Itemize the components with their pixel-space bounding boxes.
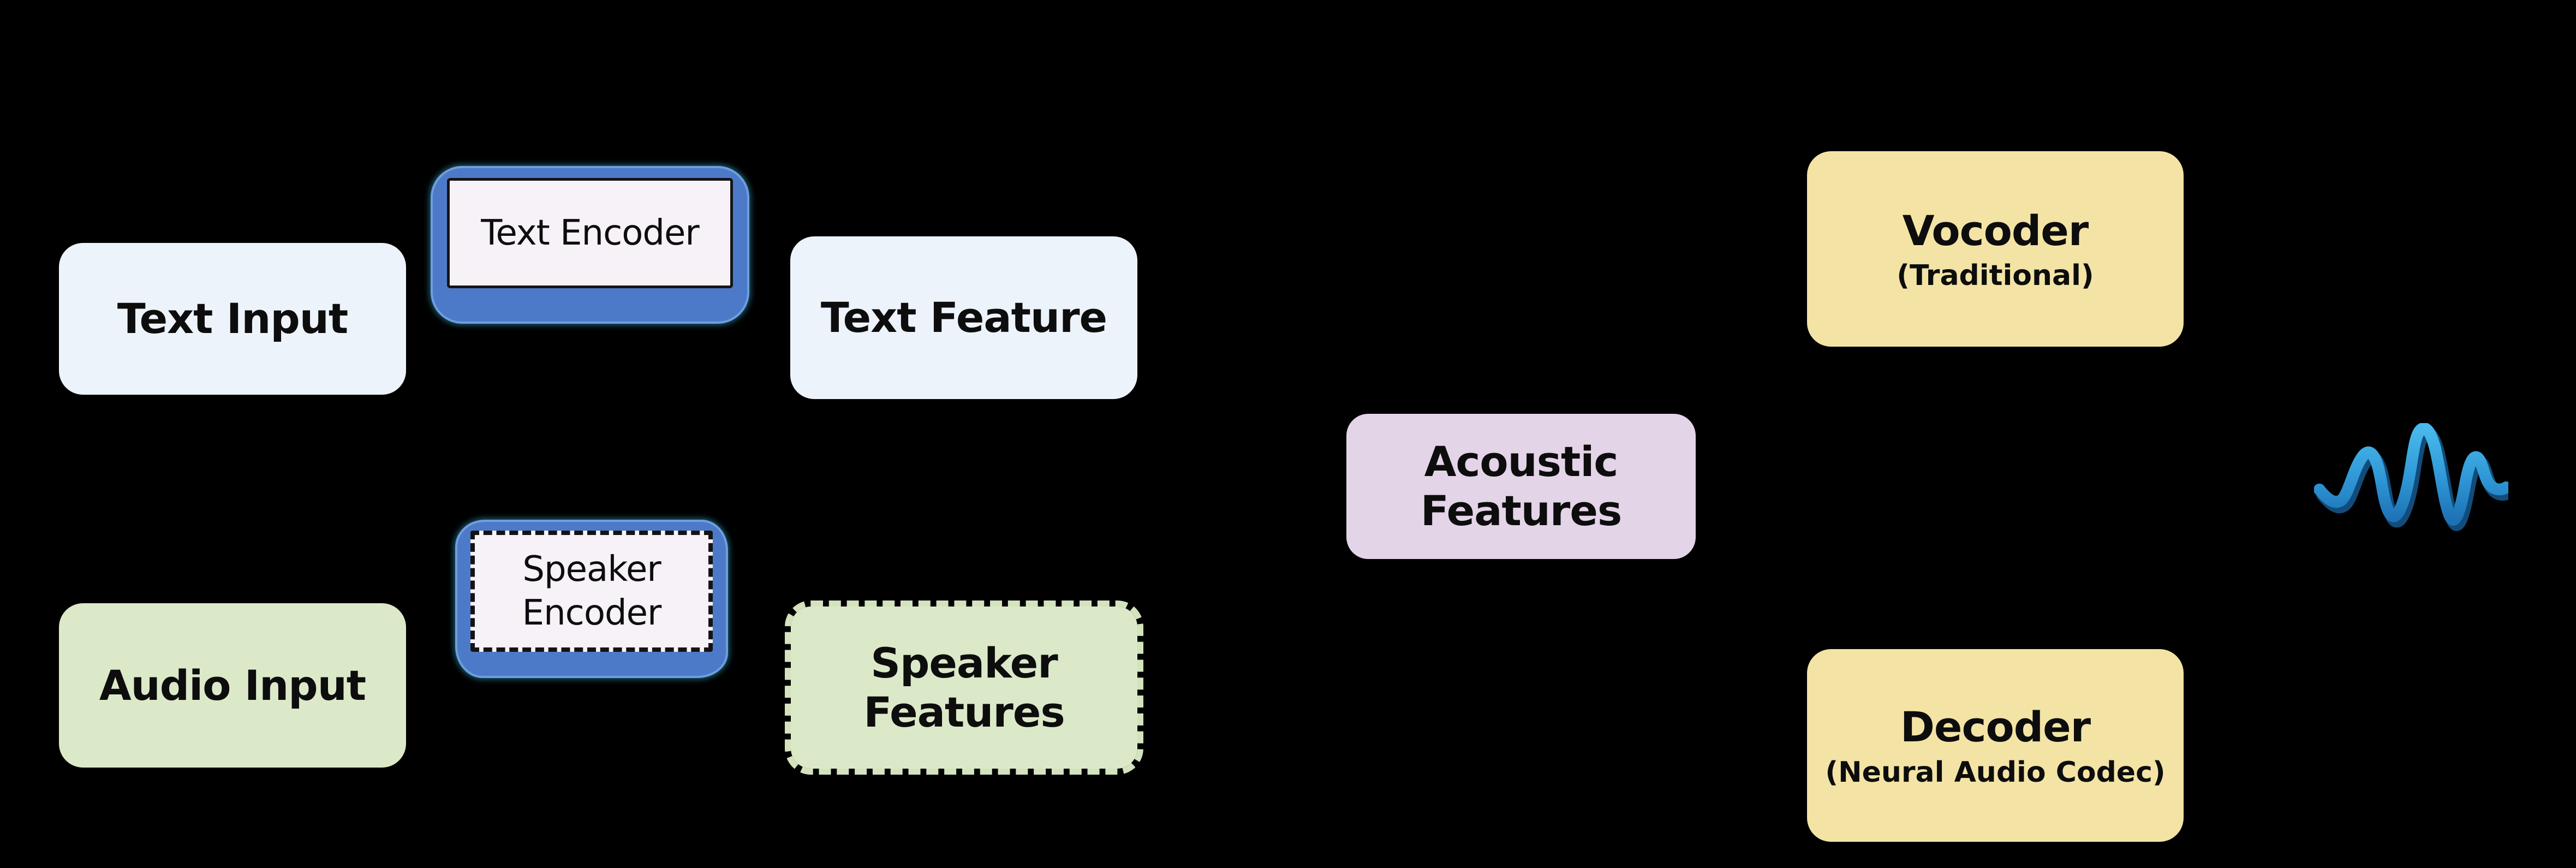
audio-input-box: Audio Input	[59, 603, 406, 768]
vocoder-box: Vocoder (Traditional)	[1807, 151, 2184, 347]
text-feature-box: Text Feature	[790, 236, 1137, 399]
decoder-label: Decoder	[1900, 703, 2091, 752]
acoustic-features-box: Acoustic Features	[1346, 414, 1696, 559]
vocoder-label: Vocoder	[1902, 206, 2089, 255]
text-input-label: Text Input	[117, 294, 348, 343]
text-feature-label: Text Feature	[820, 293, 1107, 342]
speaker-features-box: Speaker Features	[785, 601, 1143, 775]
text-encoder-highlight: Text Encoder	[431, 166, 749, 324]
speaker-encoder-highlight: Speaker Encoder	[455, 520, 728, 678]
acoustic-features-label: Acoustic Features	[1420, 437, 1622, 535]
speaker-encoder-label: Speaker Encoder	[522, 549, 662, 633]
speaker-encoder-box: Speaker Encoder	[470, 531, 713, 652]
text-encoder-label: Text Encoder	[481, 213, 699, 253]
decoder-sublabel: (Neural Audio Codec)	[1825, 756, 2166, 789]
speaker-features-label: Speaker Features	[863, 638, 1065, 736]
decoder-box: Decoder (Neural Audio Codec)	[1807, 649, 2184, 842]
audio-waveform-icon	[2313, 423, 2516, 532]
text-encoder-box: Text Encoder	[447, 178, 733, 288]
text-input-box: Text Input	[59, 243, 406, 395]
vocoder-sublabel: (Traditional)	[1897, 259, 2094, 293]
audio-input-label: Audio Input	[99, 661, 366, 710]
